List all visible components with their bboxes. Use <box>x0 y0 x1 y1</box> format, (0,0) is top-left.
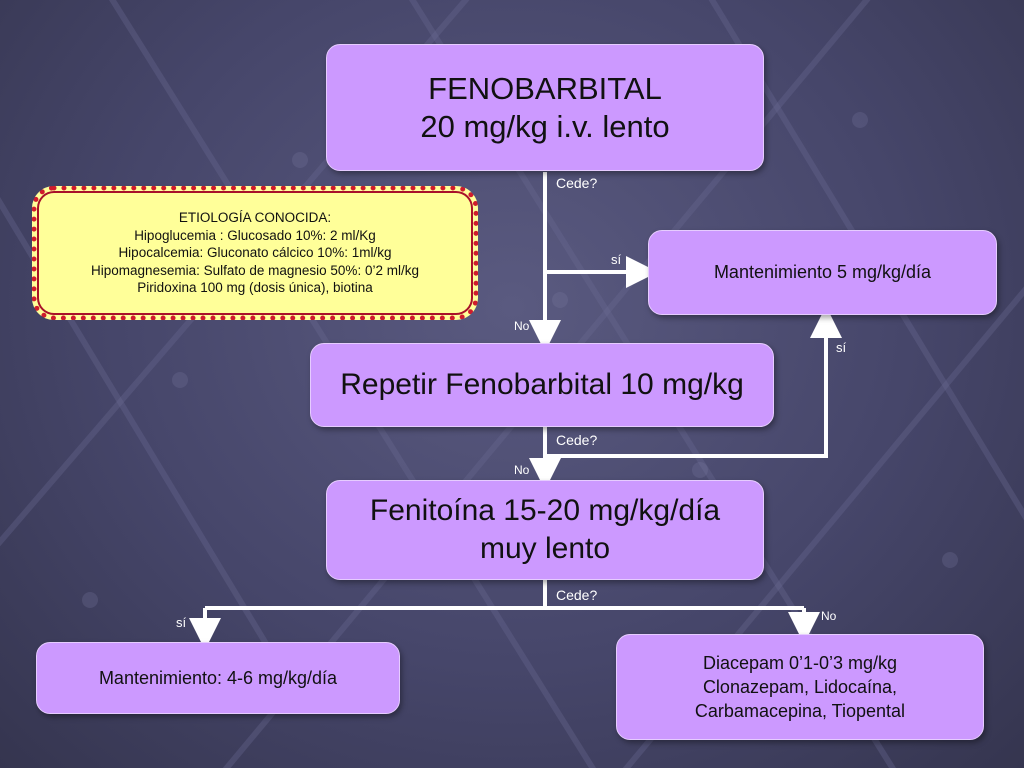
label-cede-1: Cede? <box>556 175 598 191</box>
fenitoina-box: Fenitoína 15-20 mg/kg/día muy lento <box>326 480 764 580</box>
diacepam-line: Carbamacepina, Tiopental <box>694 701 906 721</box>
label-no-2: No <box>514 463 530 477</box>
etiologia-title: ETIOLOGÍA CONOCIDA: <box>178 210 332 226</box>
label-si-1: sí <box>611 252 622 267</box>
label-si-3: sí <box>176 615 187 630</box>
fenitoina-dose: Fenitoína 15-20 mg/kg/día <box>369 494 721 527</box>
diacepam-box: Diacepam 0’1-0’3 mg/kg Clonazepam, Lidoc… <box>616 634 984 740</box>
repetir-box: Repetir Fenobarbital 10 mg/kg <box>310 343 774 427</box>
etiologia-box: ETIOLOGÍA CONOCIDA: Hipoglucemia : Gluco… <box>32 186 478 320</box>
mantenimiento5-text: Mantenimiento 5 mg/kg/día <box>713 262 932 282</box>
fenobarbital-title: FENOBARBITAL <box>428 70 662 106</box>
etiologia-line: Hipocalcemia: Gluconato cálcico 10%: 1ml… <box>118 245 392 261</box>
label-cede-3: Cede? <box>556 587 598 603</box>
etiologia-line: Hipoglucemia : Glucosado 10%: 2 ml/Kg <box>134 227 376 243</box>
diacepam-line: Clonazepam, Lidocaína, <box>702 677 898 697</box>
etiologia-line: Piridoxina 100 mg (dosis única), biotina <box>137 280 373 296</box>
label-no-3: No <box>821 609 837 623</box>
label-cede-2: Cede? <box>556 432 598 448</box>
mantenimiento46-box: Mantenimiento: 4-6 mg/kg/día <box>36 642 400 714</box>
etiologia-line: Hipomagnesemia: Sulfato de magnesio 50%:… <box>91 262 419 278</box>
fenitoina-rate: muy lento <box>479 532 611 565</box>
mantenimiento5-box: Mantenimiento 5 mg/kg/día <box>648 230 997 315</box>
diacepam-line: Diacepam 0’1-0’3 mg/kg <box>702 653 898 673</box>
fenobarbital-box: FENOBARBITAL 20 mg/kg i.v. lento <box>326 44 764 171</box>
label-si-2: sí <box>836 340 847 355</box>
label-no-1: No <box>514 319 530 333</box>
fenobarbital-dose: 20 mg/kg i.v. lento <box>420 108 670 144</box>
arrow-repetir-to-mantenimiento5 <box>545 306 842 458</box>
mantenimiento46-text: Mantenimiento: 4-6 mg/kg/día <box>98 667 338 688</box>
repetir-text: Repetir Fenobarbital 10 mg/kg <box>340 368 744 401</box>
